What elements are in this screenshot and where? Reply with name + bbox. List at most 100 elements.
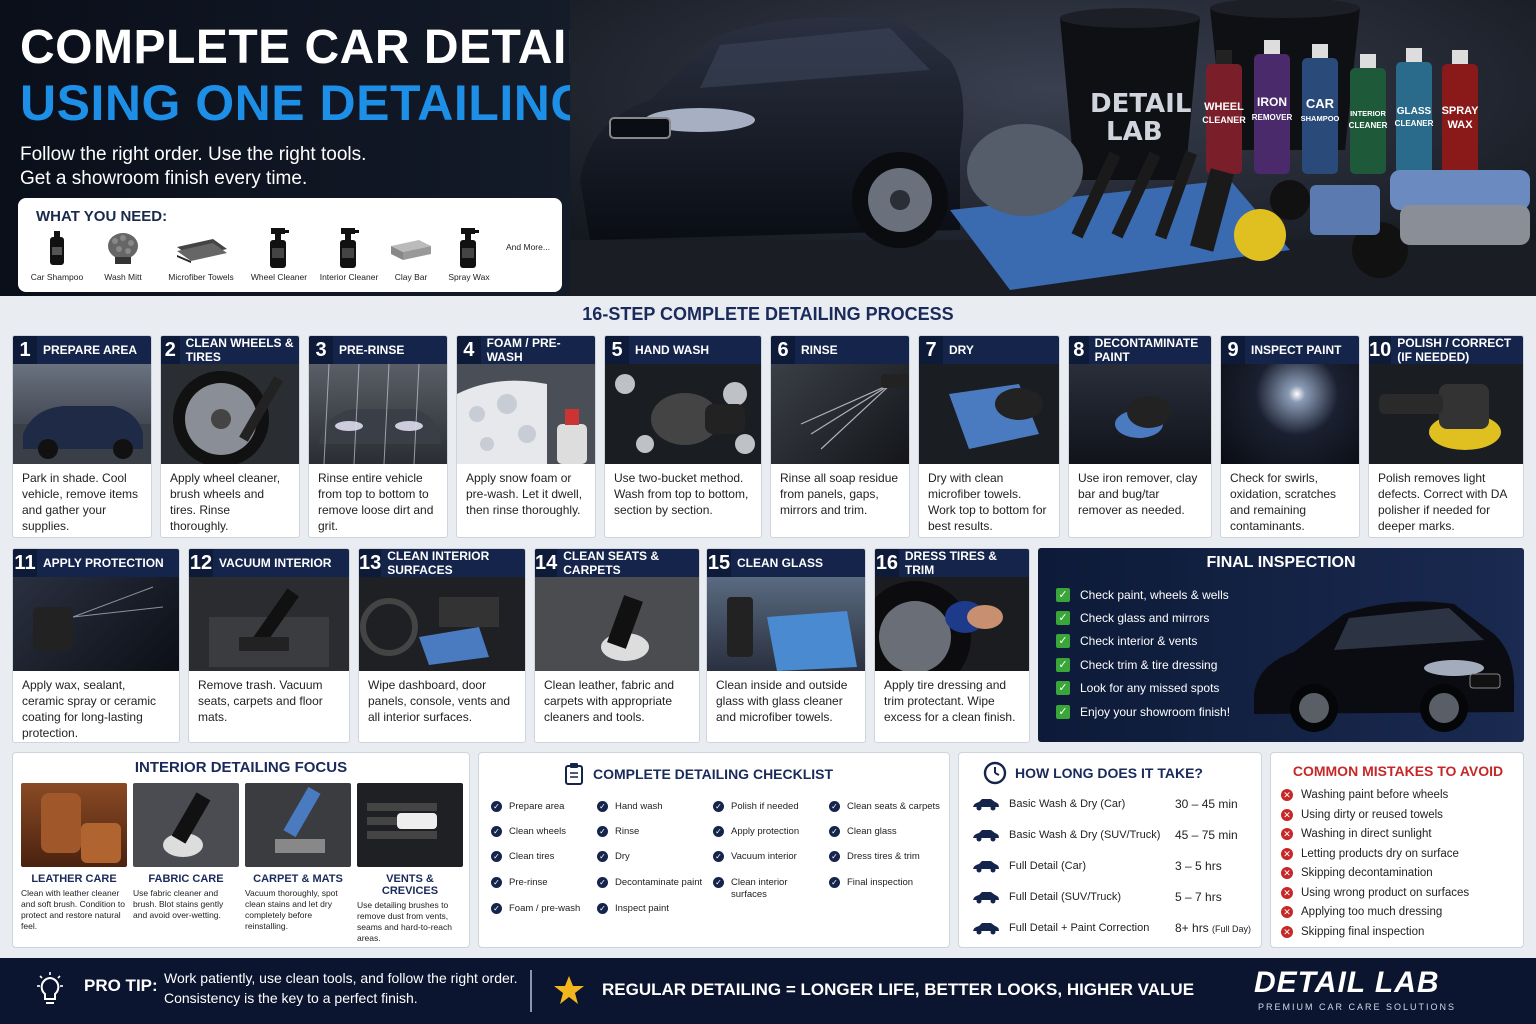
x-icon: ✕ xyxy=(1281,867,1293,879)
duration-row: Full Detail (SUV/Truck)5 – 7 hrs xyxy=(971,890,1261,904)
need-item-spray-wax: Spray Wax xyxy=(434,228,504,282)
need-item-wash-mitt: Wash Mitt xyxy=(88,228,158,282)
checklist-title: COMPLETE DETAILING CHECKLIST xyxy=(593,766,834,782)
need-item-label: Microfiber Towels xyxy=(168,272,234,282)
step-title: PREPARE AREA xyxy=(43,343,138,357)
footer-divider xyxy=(530,970,532,1012)
duration-panel: HOW LONG DOES IT TAKE? Basic Wash & Dry … xyxy=(958,752,1262,948)
interior-item-title: FABRIC CARE xyxy=(148,873,224,885)
step-title: DRESS TIRES & TRIM xyxy=(904,549,997,577)
step-number: 6 xyxy=(771,336,795,364)
need-item-label: Wash Mitt xyxy=(104,272,142,282)
check-icon: ✓ xyxy=(829,877,840,888)
svg-text:CLEANER: CLEANER xyxy=(1395,119,1434,128)
step-image-inspect xyxy=(1221,364,1359,464)
footer-bar: PRO TIP: Work patiently, use clean tools… xyxy=(0,958,1536,1024)
step-title: APPLY PROTECTION xyxy=(43,556,164,570)
check-icon: ✓ xyxy=(491,801,502,812)
check-icon: ✓ xyxy=(597,903,608,914)
checklist-panel: COMPLETE DETAILING CHECKLIST ✓Prepare ar… xyxy=(478,752,950,948)
final-inspection-item: ✓Check interior & vents xyxy=(1056,634,1197,648)
bottle-icon xyxy=(22,228,92,268)
need-item-label: Car Shampoo xyxy=(30,272,84,282)
step-number: 7 xyxy=(919,336,943,364)
step-number: 14 xyxy=(535,549,558,577)
duration-header: HOW LONG DOES IT TAKE? xyxy=(983,761,1203,785)
svg-text:WHEEL: WHEEL xyxy=(1204,101,1244,113)
x-icon: ✕ xyxy=(1281,848,1293,860)
check-icon: ✓ xyxy=(1056,588,1070,602)
need-item-label: Clay Bar xyxy=(394,272,428,282)
step-number: 13 xyxy=(359,549,382,577)
step-title: HAND WASH xyxy=(635,343,709,357)
need-item-label: Wheel Cleaner xyxy=(250,272,308,282)
clipboard-icon xyxy=(565,763,583,785)
check-icon: ✓ xyxy=(713,851,724,862)
check-icon: ✓ xyxy=(829,801,840,812)
step-title: VACUUM INTERIOR xyxy=(219,556,332,570)
mistake-item: ✕Skipping decontamination xyxy=(1281,867,1433,879)
fabric-seat-image xyxy=(133,783,239,867)
step-image-polisher xyxy=(1369,364,1523,464)
interior-item-leather: LEATHER CARE Clean with leather cleaner … xyxy=(21,783,127,932)
car-icon xyxy=(973,892,999,904)
step-image-wheel xyxy=(161,364,299,464)
step-title: CLEAN GLASS xyxy=(737,556,824,570)
pro-tip-line1: Work patiently, use clean tools, and fol… xyxy=(164,970,518,986)
checklist-item: ✓Dry xyxy=(597,851,630,863)
step-image-dashboard xyxy=(359,577,525,671)
checklist-item: ✓Decontaminate paint xyxy=(597,877,702,889)
checklist-item: ✓Foam / pre-wash xyxy=(491,903,580,915)
interior-focus-panel: INTERIOR DETAILING FOCUS LEATHER CARE Cl… xyxy=(12,752,470,948)
check-icon: ✓ xyxy=(597,801,608,812)
process-title: 16-STEP COMPLETE DETAILING PROCESS xyxy=(582,304,954,324)
step-description: Wipe dashboard, door panels, console, ve… xyxy=(368,678,511,724)
final-car-illustration xyxy=(1254,601,1515,732)
footer-brand-tagline: PREMIUM CAR CARE SOLUTIONS xyxy=(1258,1002,1457,1012)
step-number: 4 xyxy=(457,336,481,364)
step-title: CLEAN SEATS & CARPETS xyxy=(563,549,660,577)
interior-item-text: Use detailing brushes to remove dust fro… xyxy=(357,900,452,943)
svg-text:CLEANER: CLEANER xyxy=(1202,115,1246,125)
step-image-seat xyxy=(535,577,699,671)
checklist-item: ✓Pre-rinse xyxy=(491,877,548,889)
checklist-item: ✓Inspect paint xyxy=(597,903,669,915)
vent-image xyxy=(357,783,463,867)
svg-text:SPRAY: SPRAY xyxy=(1442,105,1480,117)
step-description: Rinse entire vehicle from top to bottom … xyxy=(318,471,434,533)
duration-title: HOW LONG DOES IT TAKE? xyxy=(1015,765,1203,781)
mitt-icon xyxy=(88,228,158,268)
svg-text:CLEANER: CLEANER xyxy=(1349,121,1388,130)
car-icon xyxy=(973,830,999,842)
step-description: Rinse all soap residue from panels, gaps… xyxy=(780,471,899,517)
need-item-label: Spray Wax xyxy=(448,272,490,282)
checklist-item: ✓Vacuum interior xyxy=(713,851,797,863)
step-image-tire xyxy=(875,577,1029,671)
check-icon: ✓ xyxy=(829,851,840,862)
step-title: POLISH / CORRECT (IF NEEDED) xyxy=(1397,336,1512,364)
what-you-need-box: WHAT YOU NEED: Car Shampoo Wash Mitt Mic… xyxy=(18,198,562,292)
step-number: 16 xyxy=(875,549,899,577)
step-number: 11 xyxy=(13,549,37,577)
final-inspection-item: ✓Look for any missed spots xyxy=(1056,681,1219,695)
step-image-rinse xyxy=(309,364,447,464)
checklist-item: ✓Rinse xyxy=(597,826,639,838)
check-icon: ✓ xyxy=(1056,705,1070,719)
step-title: DRY xyxy=(949,343,974,357)
step-image-vacuum xyxy=(189,577,349,671)
checklist-item: ✓Clean tires xyxy=(491,851,554,863)
checklist-item: ✓Polish if needed xyxy=(713,801,799,813)
check-icon: ✓ xyxy=(713,877,724,888)
check-icon: ✓ xyxy=(597,877,608,888)
step-number: 5 xyxy=(605,336,629,364)
final-inspection-item: ✓Check trim & tire dressing xyxy=(1056,658,1217,672)
bucket-brand-line1: DETAIL xyxy=(1090,89,1191,119)
need-item-interior-cleaner: Interior Cleaner xyxy=(314,228,384,282)
spray-bottle-icon xyxy=(314,228,384,268)
